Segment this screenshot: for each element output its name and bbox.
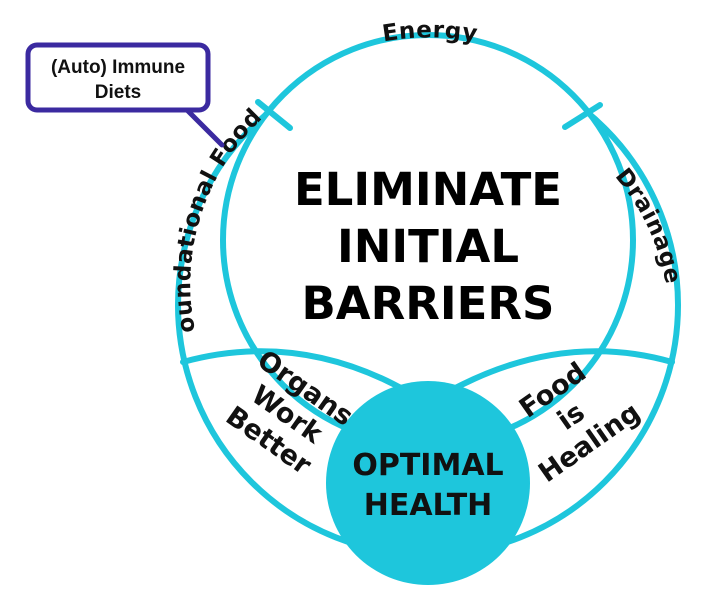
callout-line-1: (Auto) Immune: [51, 57, 185, 78]
center-title-line-1: ELIMINATE: [294, 163, 562, 216]
lower-right-divider: [443, 348, 675, 396]
callout-line-2: Diets: [95, 82, 141, 103]
hub-label-line-2: HEALTH: [364, 488, 493, 523]
hub-label-line-1: OPTIMAL: [352, 448, 503, 483]
ring-label-energy: Energy: [381, 17, 480, 47]
center-title-line-2: INITIAL: [337, 220, 519, 273]
center-title-line-3: BARRIERS: [302, 277, 555, 330]
ring-divider-left: [255, 99, 293, 131]
ring-divider-right: [562, 102, 603, 130]
callout-connector: [182, 105, 225, 148]
optimal-health-hub: [326, 381, 530, 585]
callout-box: [25, 42, 211, 113]
lower-left-divider: [180, 348, 413, 396]
